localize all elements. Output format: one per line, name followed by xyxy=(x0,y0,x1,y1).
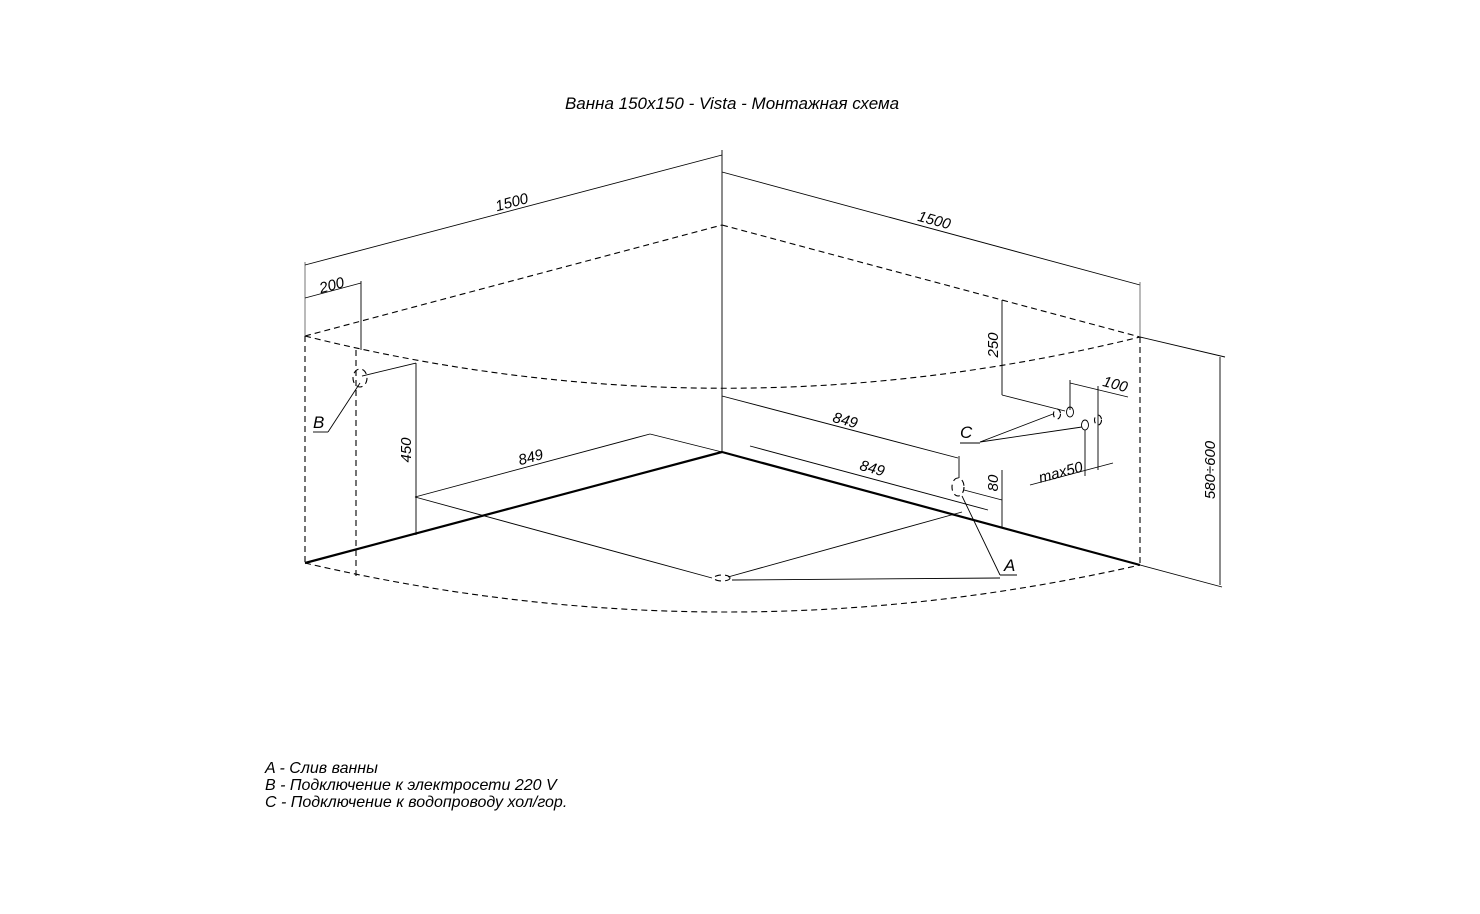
dim-label: 1500 xyxy=(494,190,531,215)
overflow-icon xyxy=(951,477,965,497)
tub-outline xyxy=(304,150,1141,613)
base-front-arc xyxy=(304,562,1141,613)
dim-drain-right-lower: 849 xyxy=(749,445,989,511)
marker-a: A xyxy=(727,477,1017,581)
dim-label: 200 xyxy=(317,274,347,297)
legend-item-b: B - Подключение к электросети 220 V xyxy=(265,777,557,794)
dim-label: 849 xyxy=(858,457,887,480)
dim-total-height: 580÷600 xyxy=(1139,336,1226,588)
dim-width-left: 1500 xyxy=(304,154,723,336)
dim-label: 80 xyxy=(985,474,1002,491)
floor-right-edge xyxy=(721,450,1141,567)
water-pipe-icon xyxy=(1081,419,1089,431)
rim-left-dashed xyxy=(304,224,723,337)
dim-label: 849 xyxy=(517,446,546,469)
marker-b: B xyxy=(313,362,417,433)
rim-front-arc xyxy=(304,335,1141,389)
legend-item-c: C - Подключение к водопроводу хол/гор. xyxy=(265,794,568,811)
dim-b-height: 450 xyxy=(398,363,417,535)
marker-label: C xyxy=(960,423,973,442)
marker-label: B xyxy=(313,413,324,432)
dim-b-offset: 200 xyxy=(304,274,362,578)
dim-label: 100 xyxy=(1101,373,1130,396)
dim-label: max50 xyxy=(1037,458,1086,486)
legend-item-a: A - Слив ванны xyxy=(265,760,378,777)
marker-label: A xyxy=(1003,556,1015,575)
floor-left-edge xyxy=(304,450,723,565)
drain-icon xyxy=(713,574,731,582)
water-pipe-icon xyxy=(1052,408,1062,420)
rim-right-dashed xyxy=(721,224,1141,338)
dim-label: 450 xyxy=(398,437,415,463)
marker-c: C xyxy=(960,406,1103,444)
dim-water-spacing: 100 xyxy=(1069,373,1130,470)
legend: A - Слив ванны B - Подключение к электро… xyxy=(265,760,567,811)
dim-water-top: 250 xyxy=(985,300,1066,412)
power-connection-icon xyxy=(352,368,368,388)
water-pipe-icon xyxy=(1093,414,1103,426)
diagram-title: Ванна 150x150 - Vista - Монтажная схема xyxy=(565,94,899,113)
dim-water-max: max50 xyxy=(1029,430,1114,487)
dim-drain-right-upper: 849 xyxy=(721,395,960,478)
dim-drain-height: 80 xyxy=(985,470,1003,527)
dim-label: 849 xyxy=(831,409,860,432)
dim-label: 580÷600 xyxy=(1202,440,1219,499)
dim-label: 250 xyxy=(985,332,1002,359)
dim-drain-left: 849 xyxy=(414,433,723,579)
dim-width-right: 1500 xyxy=(721,171,1141,337)
